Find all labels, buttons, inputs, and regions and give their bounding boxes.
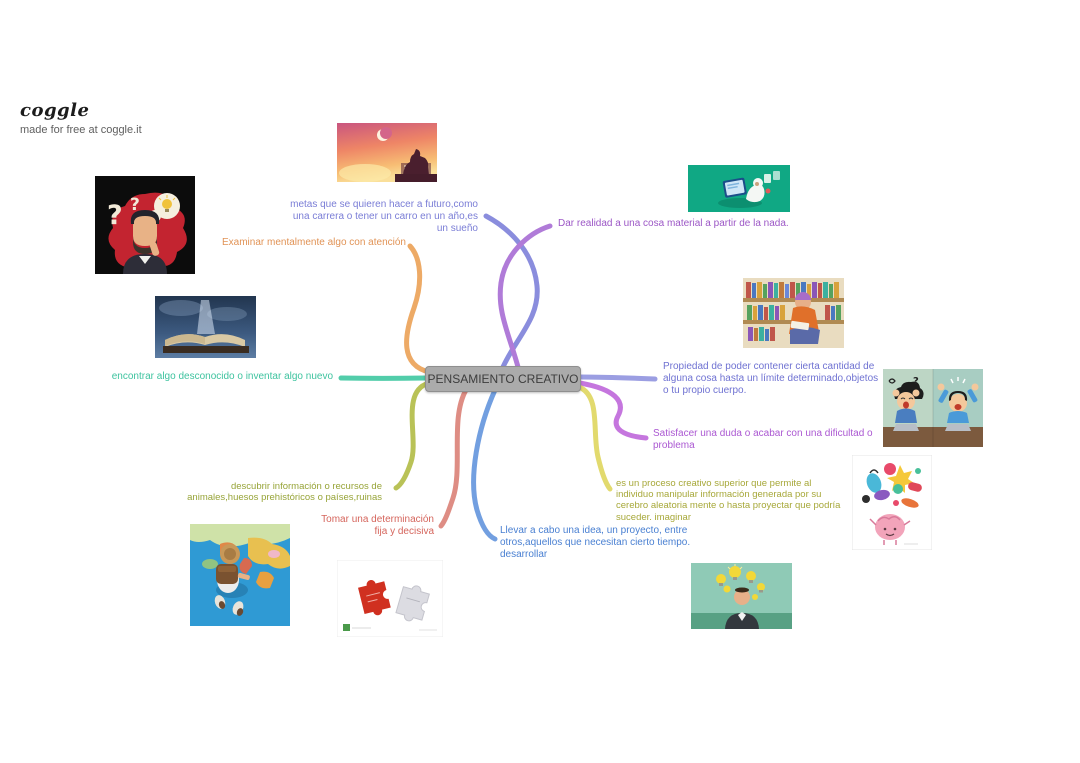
image-green-computer[interactable] <box>688 165 790 212</box>
coggle-logo[interactable]: coggle made for free at coggle.it <box>20 100 142 136</box>
branch-examinar <box>404 243 432 375</box>
node-propiedad[interactable]: Propiedad de poder contener cierta canti… <box>663 361 879 396</box>
image-brain-doodle[interactable] <box>852 455 932 550</box>
node-tomar-determinacion[interactable]: Tomar una determinación fija y decisiva <box>321 514 434 537</box>
thinking-man-illustration: ? ? <box>95 176 195 274</box>
coggle-tagline: made for free at coggle.it <box>20 124 142 136</box>
puzzle-pieces-illustration <box>337 560 443 637</box>
branch-descubrir <box>393 380 432 491</box>
image-idea-man[interactable] <box>691 563 792 629</box>
branch-llevar <box>471 387 498 542</box>
node-dar-realidad[interactable]: Dar realidad a una cosa material a parti… <box>558 218 789 229</box>
branch-tomar <box>438 387 469 529</box>
svg-text:?: ? <box>913 376 919 387</box>
node-proceso-creativo[interactable]: es un proceso creativo superior que perm… <box>616 478 841 523</box>
node-encontrar[interactable]: encontrar algo desconocido o inventar al… <box>111 371 333 382</box>
green-computer-illustration <box>688 165 790 212</box>
magic-book-illustration <box>155 296 256 358</box>
node-metas-futuro[interactable]: metas que se quieren hacer a futuro,como… <box>290 199 478 234</box>
brain-doodle-illustration <box>852 455 932 550</box>
map-traveler-illustration <box>190 524 290 626</box>
node-examinar[interactable]: Examinar mentalmente algo con atención <box>222 237 406 248</box>
coggle-logo-text: coggle <box>20 100 90 121</box>
sunset-girl-illustration <box>337 123 437 182</box>
image-map-traveler[interactable] <box>190 524 290 626</box>
svg-text:?: ? <box>130 195 140 215</box>
library-reader-illustration <box>743 278 844 348</box>
branch-proceso <box>576 384 613 492</box>
image-library-reader[interactable] <box>743 278 844 348</box>
branch-propiedad <box>577 374 658 382</box>
idea-man-illustration <box>691 563 792 629</box>
image-sunset-girl[interactable] <box>337 123 437 182</box>
kids-computers-illustration: ? <box>883 369 983 447</box>
branch-dar-realidad <box>497 223 553 370</box>
node-satisfacer[interactable]: Satisfacer una duda o acabar con una dif… <box>653 428 873 451</box>
image-magic-book[interactable] <box>155 296 256 358</box>
image-puzzle-pieces[interactable] <box>337 560 443 637</box>
image-thinking-man[interactable]: ? ? <box>95 176 195 274</box>
branch-satisfacer <box>577 380 649 441</box>
image-kids-computers[interactable]: ? <box>883 369 983 447</box>
node-descubrir[interactable]: descubrir información o recursos de anim… <box>187 481 382 504</box>
svg-text:?: ? <box>107 200 123 231</box>
node-llevar-a-cabo[interactable]: Llevar a cabo una idea, un proyecto, ent… <box>500 525 691 560</box>
center-node-pensamiento-creativo[interactable]: PENSAMIENTO CREATIVO <box>425 366 581 392</box>
branch-metas <box>483 213 540 370</box>
